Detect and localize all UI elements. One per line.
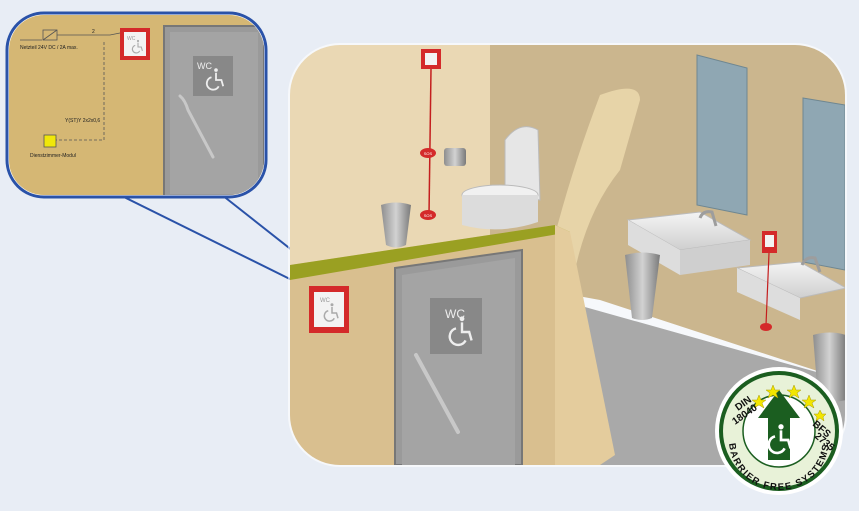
- pull-cord: [428, 68, 432, 216]
- toilet-lid: [504, 126, 541, 201]
- inset-sign-text: WC: [127, 36, 136, 42]
- inset-sign-wheelchair-icon: [131, 39, 143, 54]
- door-emergency-sign-text: WC: [320, 298, 331, 304]
- waste-bin-left: [381, 202, 411, 248]
- inset-grab-bar: [178, 94, 215, 159]
- wire-count-label: 2: [92, 29, 95, 35]
- service-room-module-label: Dienstzimmer-Modul: [30, 153, 76, 159]
- faucet-right: [800, 256, 822, 273]
- logo-stars: [751, 384, 827, 422]
- waste-bin-center: [625, 252, 660, 320]
- mirror-right: [802, 97, 845, 271]
- pull-cord-label-lower: SOS: [424, 213, 433, 218]
- power-supply-label: Netzteil 24V DC / 2A max.: [20, 45, 78, 51]
- logo-wheelchair-icon: [767, 424, 792, 455]
- pull-cord-label-upper: SOS: [424, 151, 433, 156]
- emergency-sign-wheelchair-icon: [323, 303, 339, 322]
- pull-cord-handle-upper: [420, 148, 436, 158]
- pull-cord-handle-lower: [420, 210, 436, 220]
- wall-side: [555, 225, 615, 465]
- barrier-free-systems-logo: DIN 18040 BFS 2735 BARRIER FREE SYSTEMS: [715, 367, 843, 495]
- room-view: SOS SOS: [288, 43, 847, 467]
- inset-door-sign-text: WC: [197, 61, 212, 71]
- inset-door-wheelchair-icon: [205, 68, 225, 91]
- toilet-bowl: [462, 195, 538, 230]
- door-grab-bar: [414, 353, 460, 434]
- sink-pull-cord-handle: [760, 323, 772, 331]
- mirror-left: [696, 54, 748, 216]
- faucet-left: [698, 210, 718, 227]
- back-wall-left: [290, 45, 490, 280]
- wall-top-edge: [290, 225, 570, 280]
- wheelchair-icon: [448, 316, 473, 347]
- inset-detail: 2 Netzteil 24V DC / 2A max. Y(ST)Y 2x2x0…: [5, 11, 268, 199]
- cable-line: [55, 42, 105, 141]
- service-room-module: [43, 134, 57, 148]
- cable-label: Y(ST)Y 2x2x0,6: [65, 118, 100, 124]
- paper-holder: [444, 148, 466, 166]
